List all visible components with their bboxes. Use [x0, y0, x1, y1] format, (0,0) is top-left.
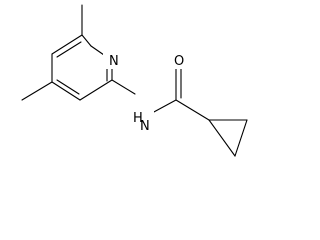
bond-c6-n1 — [90, 45, 105, 56]
bond-carbonyl-cyclopropyl — [175, 99, 210, 121]
bond-c2-nh — [111, 79, 136, 95]
bond-c5-c6-inner — [56, 41, 82, 58]
amide-nitrogen-label: N — [140, 119, 150, 134]
bond-c3-c4-inner — [56, 79, 80, 95]
cyclopropane-ring — [208, 119, 248, 157]
molecule-structure-diagram: N H N O — [21, 4, 248, 157]
bond-c2-c3 — [79, 79, 113, 101]
atom-labels: N H N O — [103, 51, 186, 135]
cyclopropane-bond-3 — [234, 119, 248, 157]
methyl-groups — [21, 4, 83, 101]
pyridine-ring — [51, 34, 113, 101]
amide-hydrogen-label: H — [133, 111, 143, 126]
amide-nitrogen-bg — [134, 111, 154, 135]
bond-c5-c6 — [51, 34, 83, 55]
carbonyl-oxygen-label: O — [174, 54, 184, 69]
amide-linkage — [111, 67, 210, 121]
methyl-bond-left — [21, 81, 53, 101]
carbonyl-oxygen-bg — [170, 51, 186, 69]
bond-c3-c4 — [51, 81, 81, 101]
bond-nh-carbonyl — [151, 99, 177, 114]
cyclopropane-bond-2 — [208, 119, 236, 157]
bond-c6-c6prime — [81, 34, 92, 47]
ring-nitrogen-label: N — [109, 54, 119, 69]
ring-nitrogen-bg — [103, 52, 117, 69]
